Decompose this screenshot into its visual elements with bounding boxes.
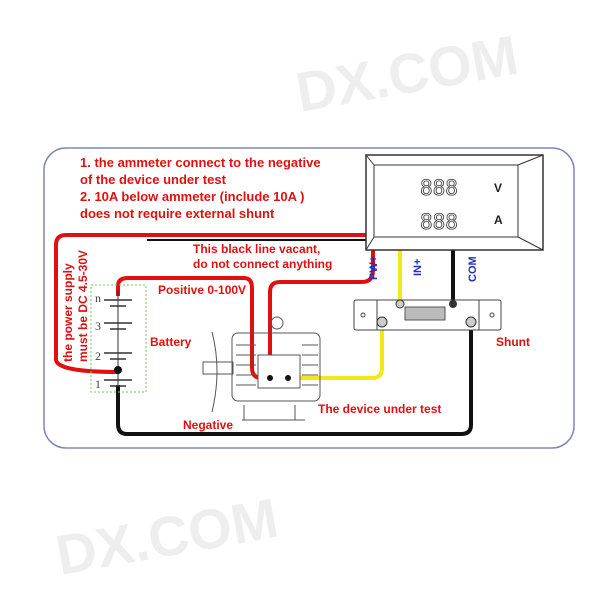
negative-wire: [116, 322, 473, 436]
power-supply-wire: [54, 233, 372, 374]
motor-device: [202, 316, 321, 421]
terminal-com: COM: [467, 256, 479, 282]
device-terminal-negative: [285, 375, 291, 381]
device-to-shunt-wire: [288, 322, 384, 380]
device-terminal-positive: [267, 375, 273, 381]
watermark: DX.COM: [291, 23, 523, 124]
unit-a: A: [494, 213, 503, 227]
positive-wire: [116, 276, 271, 380]
cell-2: 2: [95, 349, 101, 363]
shunt-label: Shunt: [496, 335, 530, 349]
watermark-2: DX.COM: [51, 486, 283, 587]
note-line-3: 2. 10A below ammeter (include 10A ): [80, 189, 304, 204]
device-label: The device under test: [318, 402, 441, 416]
unit-v: V: [494, 181, 502, 195]
vacant-note-2: do not connect anything: [193, 257, 332, 271]
vacant-note-1: This black line vacant,: [193, 242, 320, 256]
display-current: 888: [420, 210, 458, 234]
diagram-frame: [43, 147, 575, 449]
battery-label: Battery: [150, 335, 192, 349]
display-voltage: 888: [420, 176, 458, 200]
supply-note-2: must be DC 4.5-30V: [76, 250, 90, 362]
note-line-1: 1. the ammeter connect to the negative: [80, 155, 321, 170]
cell-1: 1: [95, 377, 101, 391]
note-line-2: of the device under test: [80, 172, 227, 187]
notes: 1. the ammeter connect to the negative o…: [80, 155, 321, 221]
cell-n: n: [95, 291, 101, 305]
cell-3: 3: [95, 319, 101, 333]
negative-label: Negative: [183, 418, 233, 432]
shunt: [353, 299, 502, 331]
terminal-in: IN+: [412, 259, 424, 276]
terminal-pw: PW+: [368, 256, 380, 280]
battery: n 3 2 1: [90, 284, 147, 393]
supply-note-1: the power supply: [61, 263, 75, 362]
note-line-4: does not require external shunt: [80, 206, 275, 221]
positive-label: Positive 0-100V: [158, 283, 246, 297]
voltmeter-ammeter: 888 888 V A: [365, 154, 544, 251]
pw-wire: [268, 246, 375, 378]
